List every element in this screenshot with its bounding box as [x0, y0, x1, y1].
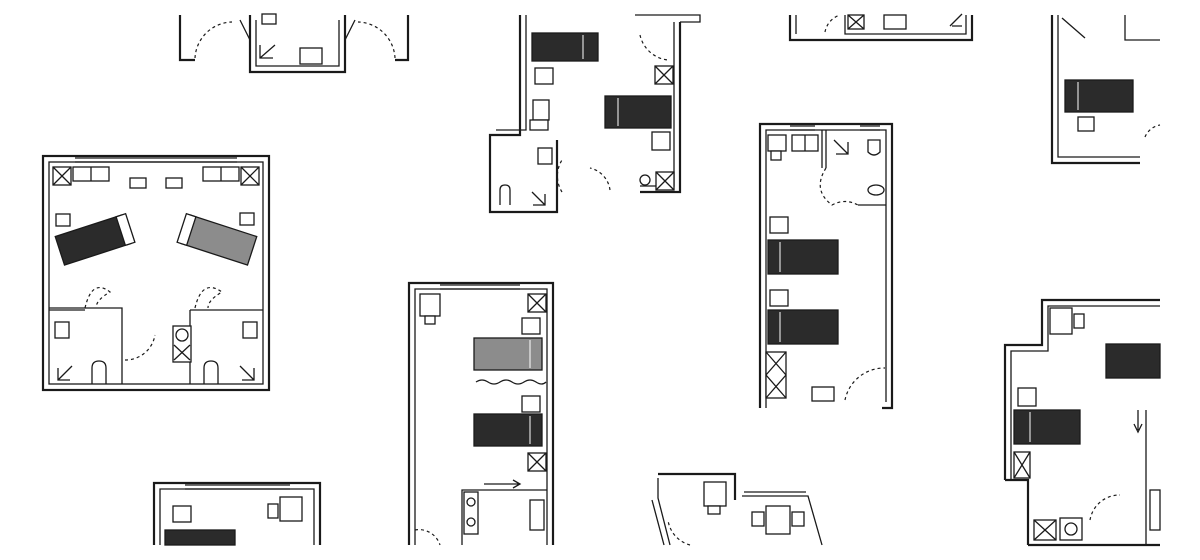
plan-top-right-partial: [788, 13, 974, 42]
toilet-shape: [299, 47, 323, 65]
bed: [1105, 343, 1161, 379]
plan-bottom-center-partial: [651, 472, 823, 546]
plan-bottom-left-partial: [152, 481, 322, 546]
bed: [1064, 79, 1134, 113]
plan-top-center: [488, 14, 701, 214]
bed: [473, 413, 543, 447]
bed: [604, 95, 672, 129]
plan-bottom-right: [1003, 298, 1161, 547]
plan-right-tall: [758, 122, 894, 410]
bed: [1013, 409, 1081, 445]
bed: [767, 309, 839, 345]
bed-gray: [473, 337, 543, 371]
plan-center-tall: [407, 281, 555, 546]
plan-left-double: [41, 154, 271, 392]
plan-far-right-top: [1050, 15, 1161, 165]
plan-top-left-partial: [178, 13, 410, 74]
bed: [164, 529, 236, 546]
bed: [531, 32, 599, 62]
bed: [767, 239, 839, 275]
